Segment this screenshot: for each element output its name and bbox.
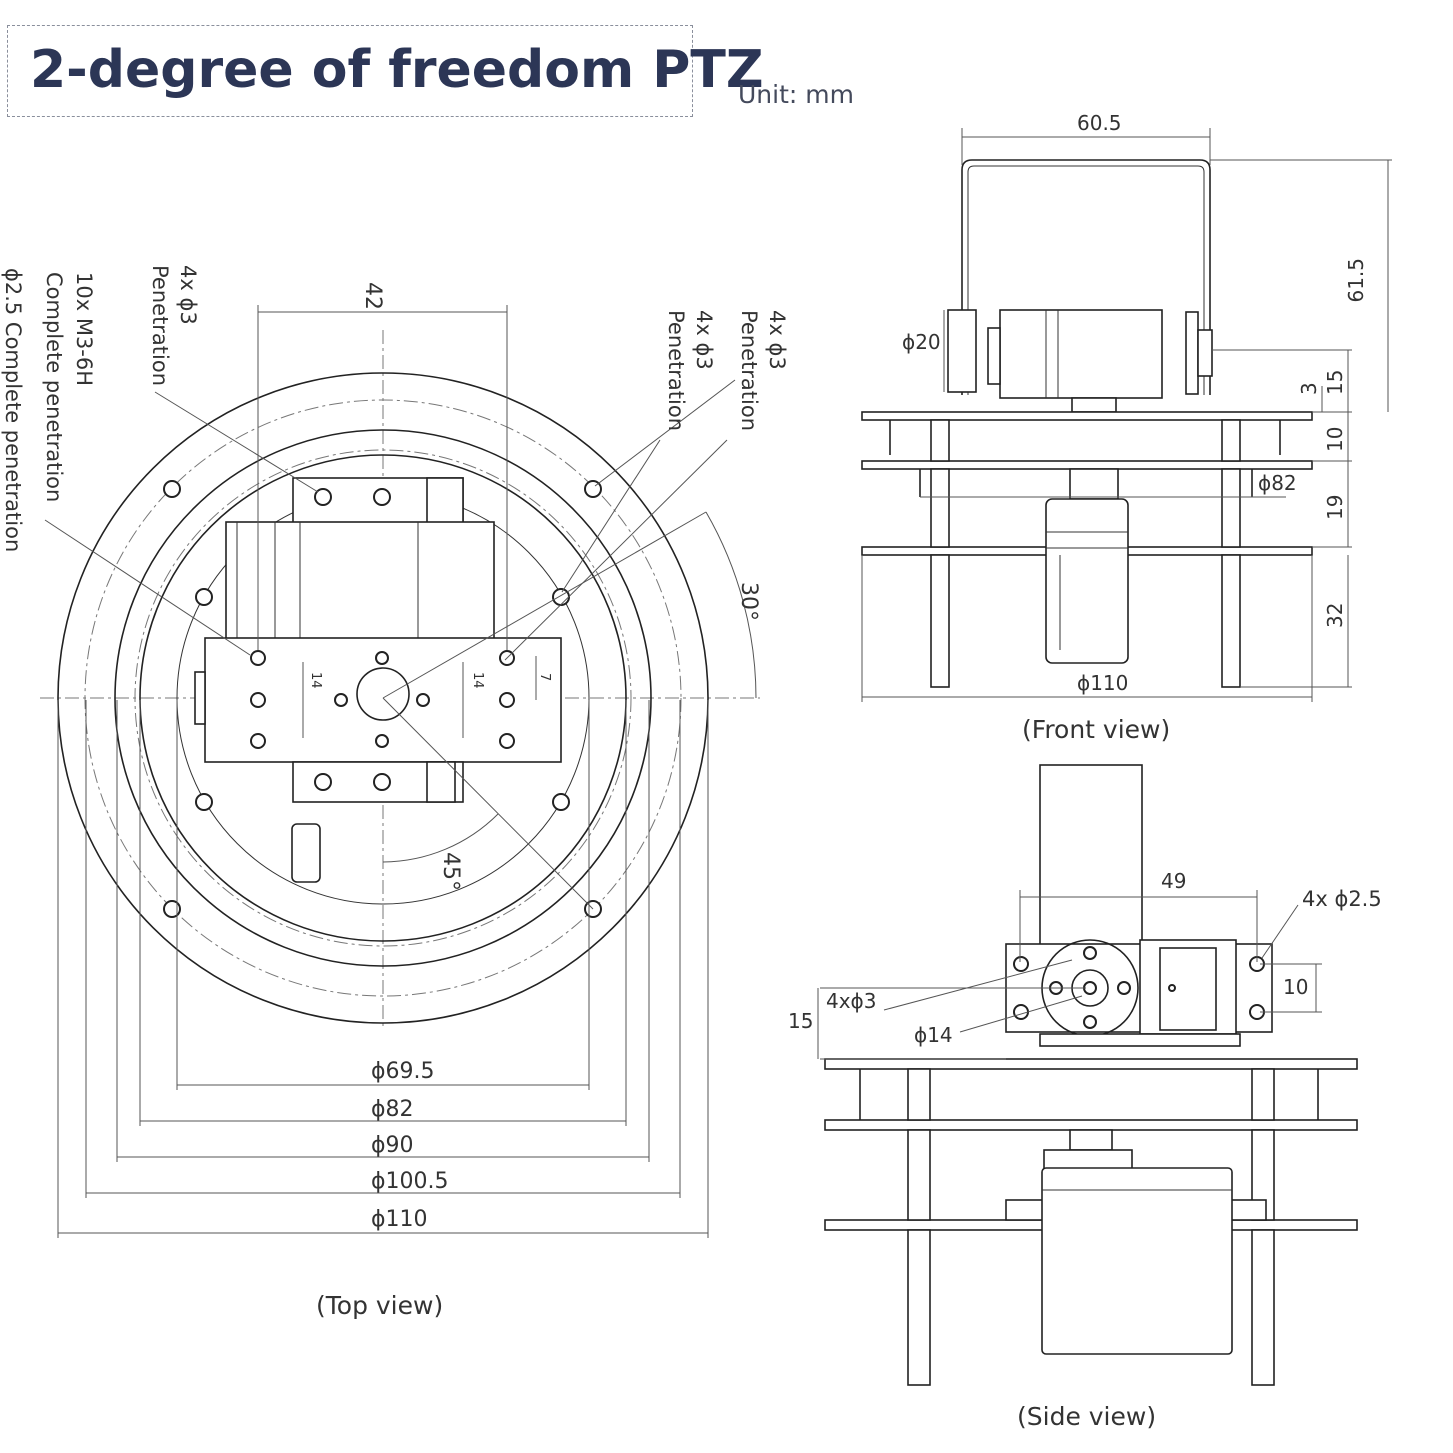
dim-15-front: 15 xyxy=(1323,370,1347,395)
mount-hole xyxy=(195,793,213,811)
dim-phi110-front: ϕ110 xyxy=(1077,671,1128,695)
front-view: 60.5 61.5 ϕ20 15 3 10 19 32 ϕ82 ϕ110 (Fr… xyxy=(861,111,1392,744)
mount-hole xyxy=(163,900,181,918)
mount-hole xyxy=(163,480,181,498)
top-view-caption: (Top view) xyxy=(316,1291,443,1320)
side-view-caption: (Side view) xyxy=(1017,1402,1156,1431)
dim-phi82: ϕ82 xyxy=(371,1097,414,1122)
callout-4x-phi2-5: 4x ϕ2.5 xyxy=(1302,887,1382,911)
callout-complete-penetration: Complete penetration xyxy=(42,272,66,502)
dim-61-5: 61.5 xyxy=(1344,258,1368,303)
dim-phi90: ϕ90 xyxy=(371,1133,414,1158)
dim-phi20: ϕ20 xyxy=(902,330,941,354)
dim-10-front: 10 xyxy=(1323,427,1347,452)
angle-30: 30° xyxy=(736,582,761,621)
callout-10x-m3: 10x M3-6H xyxy=(72,272,96,386)
dim-49: 49 xyxy=(1161,869,1186,893)
mount-hole xyxy=(552,793,570,811)
dim-phi110-top: ϕ110 xyxy=(371,1207,428,1232)
side-view: 49 4x ϕ2.5 10 15 4xϕ3 ϕ14 (Side view) xyxy=(788,764,1382,1431)
mount-hole xyxy=(195,588,213,606)
dim-10-side: 10 xyxy=(1283,975,1308,999)
dim-15-side: 15 xyxy=(788,1009,813,1033)
callout-4x-phi3-b: 4x ϕ3 xyxy=(765,310,789,370)
dim-phi82-front: ϕ82 xyxy=(1258,471,1297,495)
dim-14-left: 14 xyxy=(308,672,323,689)
callout-4x-phi3-side: 4xϕ3 xyxy=(826,989,876,1013)
dim-phi100-5: ϕ100.5 xyxy=(371,1169,449,1194)
title-box: 2-degree of freedom PTZ xyxy=(7,25,764,117)
dim-7: 7 xyxy=(537,673,552,681)
dim-32: 32 xyxy=(1323,603,1347,628)
dim-3: 3 xyxy=(1297,382,1321,395)
front-view-caption: (Front view) xyxy=(1022,715,1170,744)
callout-penetration-b: Penetration xyxy=(737,310,761,431)
angle-45: 45° xyxy=(438,852,463,891)
dim-14-right: 14 xyxy=(470,672,485,689)
callout-4x-phi3-a: 4x ϕ3 xyxy=(176,265,200,325)
callout-4x-phi3-c: 4x ϕ3 xyxy=(692,310,716,370)
unit-label: Unit: mm xyxy=(738,80,854,109)
dim-42: 42 xyxy=(360,282,385,310)
dim-phi14: ϕ14 xyxy=(914,1023,953,1047)
top-view: 14 14 7 42 30° 45° 4x ϕ3 Penetration 10x… xyxy=(1,265,789,1320)
callout-penetration-c: Penetration xyxy=(664,310,688,431)
callout-phi25: ϕ2.5 Complete penetration xyxy=(1,268,25,552)
dim-19: 19 xyxy=(1323,495,1347,520)
dim-phi69-5: ϕ69.5 xyxy=(371,1059,435,1084)
mount-hole xyxy=(552,588,570,606)
callout-penetration-a: Penetration xyxy=(148,265,172,386)
page-title: 2-degree of freedom PTZ xyxy=(30,40,764,100)
dim-60-5: 60.5 xyxy=(1077,111,1122,135)
